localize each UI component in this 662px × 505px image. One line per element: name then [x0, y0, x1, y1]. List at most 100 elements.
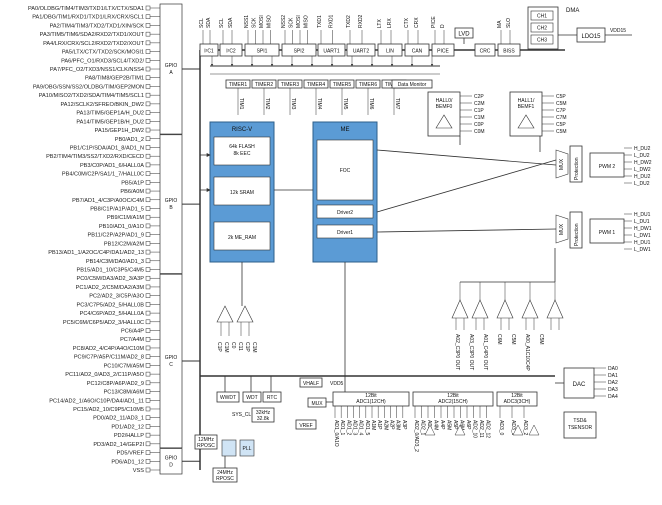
protection-lower-label: Protection	[574, 223, 580, 246]
adc1-pin-label: A3M	[395, 420, 401, 430]
left-pin-label: PA5/LTX/CTX/TXD2/SCK/MOSI1	[62, 50, 144, 56]
left-pin-label: PD2/HALLP	[114, 433, 144, 439]
pwm1-pin-label: H_DU1	[634, 240, 651, 246]
pwm1-pin-label: L_DU1	[634, 219, 650, 225]
dma-label: DMA	[566, 8, 579, 14]
adc2-pin-label: A5P	[452, 420, 458, 430]
pin-box	[145, 354, 151, 359]
left-pin-label: PC7/A4M	[120, 337, 144, 343]
pin-box	[145, 136, 151, 142]
left-pin-label: PD0/AD2_11/AD3_1	[93, 416, 144, 422]
adc1-pin-label: A3P	[401, 420, 407, 430]
pin-box	[145, 275, 151, 281]
pwm2-label: PWM 2	[599, 164, 616, 170]
timer-label: TIMER4	[307, 82, 326, 88]
amplifier-pin-label: C5M	[538, 334, 544, 345]
timer-row: TIMER1TIM1TIMER2TIM2TIMER3TIM3TIMER4TIM4…	[210, 56, 440, 115]
adc2-pin-label: A5M	[446, 420, 452, 430]
pin-box	[145, 284, 151, 290]
dac-pin-label: DA3	[608, 387, 618, 393]
pll-block-a	[221, 439, 237, 457]
lvd-block: LVD	[454, 27, 474, 39]
left-pin-label: PA2/TIM4/TIM3/TXD2/TXD1/XIN/SCK	[50, 23, 145, 29]
pin-box	[145, 450, 151, 455]
dac-pin-label: DA1	[608, 373, 618, 379]
left-pin-label: PA13/TIM5/GEP1A/H_DU2	[76, 111, 144, 117]
left-pin-label: PB13/AD1_1/A2OC/C4P/DA1/AD2_13	[48, 250, 144, 256]
driver2-label: Driver2	[337, 210, 353, 216]
pin-box	[145, 101, 151, 107]
adc1-pin-label: AD1_1	[339, 420, 345, 436]
pll-block-b	[239, 439, 255, 457]
left-pin-label: PC5/C6M/C6P5/AD2_3/HALL0C	[63, 320, 144, 326]
vdd5-label: VDD5	[330, 381, 344, 387]
left-pin-label: PB9/C1M/A1M	[107, 215, 144, 221]
dac-label: DAC	[573, 382, 586, 388]
left-pin-label: PB15/AD1_10/C3P5/C4M5	[77, 268, 144, 274]
hall-blocks: HALL0/BEMF0C2PC2MC1PC1MC0PC0MHALL1/BEMF1…	[427, 91, 567, 137]
left-pin-label: PC13/C8M/A6M	[104, 390, 145, 396]
adc-amp-icon	[424, 424, 436, 436]
left-pin-label: VSS	[133, 468, 144, 474]
lvd-label: LVD	[458, 32, 470, 38]
adc2-pin-label: A6M	[459, 420, 465, 430]
protection-upper-label: Protection	[574, 157, 580, 180]
adc3-pin-label: AD3_1	[510, 420, 516, 436]
pin-box	[145, 5, 151, 11]
pin-box	[145, 258, 151, 264]
me-pwm2-link	[376, 149, 557, 166]
pin-box	[145, 188, 151, 194]
mux-upper-label: MUX	[559, 158, 565, 170]
pin-box	[145, 40, 151, 46]
timer-label: TIMER3	[281, 82, 300, 88]
pin-box	[145, 14, 151, 19]
left-pin-label: PC10/C7M/A5M	[104, 363, 145, 369]
amplifier-icon	[471, 299, 489, 319]
pin-box	[145, 214, 151, 220]
left-pin-label: PA15/GEP1H_DW2	[95, 128, 144, 134]
gpio-group-label: GPIO	[165, 355, 178, 361]
peripheral-label: CRC	[480, 49, 491, 55]
left-pin-label: PB10/AD1_0/A1O	[99, 224, 145, 230]
riscv-title: RISC-V	[232, 127, 252, 133]
pwm1-pin-label: L_DW1	[634, 233, 651, 239]
dma-channel-label: CH2	[537, 26, 547, 32]
amplifier-icon	[521, 299, 539, 319]
timer-pin-label: TIM4	[316, 98, 322, 110]
foc-label: FOC	[340, 168, 351, 174]
timer-pin-label: TIM5	[342, 98, 348, 110]
dma-channel	[530, 34, 554, 45]
peripheral-pin-label: PICE	[431, 16, 437, 28]
pwm2-pin-label: H_DU2	[634, 146, 651, 152]
pwm2-block	[589, 152, 625, 178]
gpio-group-label: D	[169, 462, 173, 468]
left-pin-label: PC1/AD2_2/C5M/DA2/A3M	[76, 285, 145, 291]
left-pin-label: PA12/SCLK2/SFREO/BKIN_DW2	[60, 102, 144, 108]
pin-box	[145, 328, 151, 333]
comparator-pin-label: C1P	[244, 342, 250, 352]
adc2-pin-label: A4M	[433, 420, 439, 430]
amplifier-pin-label: A00_A1C10C4P	[524, 334, 530, 371]
pin-box	[145, 459, 151, 464]
left-pin-label: PB3/C0P/AD1_6/HALL0A	[80, 163, 144, 169]
peripheral-pin-label: CTX	[404, 17, 410, 28]
hall-pin-label: C1P	[474, 108, 484, 114]
adc2-pin-label: AD2_10	[472, 420, 478, 438]
gpio-group-label: C	[169, 362, 173, 368]
peripheral-pin-label: RXD1	[329, 14, 335, 28]
left-pin-label: PB14/C3M/DA0/AD1_3	[86, 259, 144, 265]
left-pin-label: PB6/A0M	[120, 189, 144, 195]
timer-pin-label: TIM2	[264, 98, 270, 110]
dma-channel-label: CH3	[537, 38, 547, 44]
amplifier-icon	[546, 299, 564, 319]
pin-box	[145, 162, 151, 168]
hall-pin-label: C5M	[556, 101, 567, 107]
pwm1-block	[589, 218, 625, 244]
pin-box	[145, 371, 151, 377]
timer-label: TIMER5	[333, 82, 352, 88]
